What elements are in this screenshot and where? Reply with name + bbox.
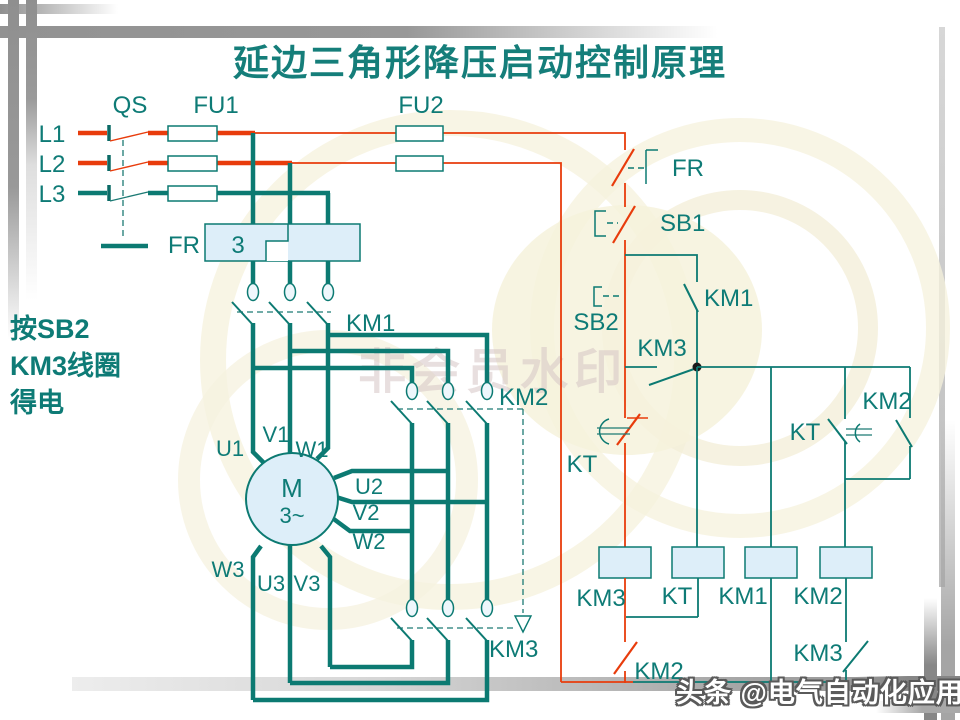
interlock-arrow xyxy=(513,615,533,634)
km3-main-contacts xyxy=(390,598,514,642)
km2-main-contacts xyxy=(390,381,523,425)
label-coil-kt: KT xyxy=(662,583,693,610)
fr-thermal-element xyxy=(204,223,361,262)
label-km2-aux: KM2 xyxy=(862,388,911,415)
label-motor-m: M xyxy=(281,473,303,503)
label-w1: W1 xyxy=(296,437,329,462)
kt-coil xyxy=(671,546,725,579)
label-w2: W2 xyxy=(353,529,386,554)
km3-aux-contact xyxy=(625,366,695,386)
fu1-fuses xyxy=(167,125,218,202)
label-v1: V1 xyxy=(263,422,290,447)
label-sb1: SB1 xyxy=(660,210,705,237)
label-km1-main: KM1 xyxy=(346,310,395,337)
label-l3: L3 xyxy=(39,181,66,208)
km2-aux-contact xyxy=(845,419,913,480)
label-coil-km1: KM1 xyxy=(718,583,767,610)
bottom-watermark: 头条 @电气自动化应用 xyxy=(676,678,960,708)
label-sb2: SB2 xyxy=(573,309,618,336)
label-qs: QS xyxy=(113,92,148,119)
label-l2: L2 xyxy=(39,151,66,178)
label-fr-control: FR xyxy=(672,155,704,182)
decor-bar-bottom-right-h1 xyxy=(856,676,960,690)
control-feed-l1 xyxy=(255,132,626,150)
interlock-link xyxy=(513,409,533,634)
background-blob xyxy=(492,205,762,455)
decor-bar-top-long xyxy=(0,26,740,38)
km1-coil xyxy=(744,546,798,579)
decor-bar-left-outer xyxy=(8,0,19,340)
motor xyxy=(245,452,339,546)
sb2-button xyxy=(593,286,619,307)
qs-switch xyxy=(78,125,149,249)
label-v2: V2 xyxy=(353,500,380,525)
label-km2-nc: KM2 xyxy=(634,658,683,685)
fu2-fuses xyxy=(395,125,444,172)
label-u2: U2 xyxy=(355,474,383,499)
label-km3-nc: KM3 xyxy=(793,640,842,667)
label-u1: U1 xyxy=(216,436,244,461)
label-fu1: FU1 xyxy=(193,92,238,119)
label-w3: W3 xyxy=(212,557,245,582)
decor-bar-bottom-right-v2 xyxy=(941,420,955,720)
label-km2-main: KM2 xyxy=(499,384,548,411)
annotation-line-2: KM3线圈 xyxy=(10,351,122,381)
annotation-line-1: 按SB2 xyxy=(10,314,90,344)
sb1-button xyxy=(594,205,636,244)
label-km3-main: KM3 xyxy=(489,636,538,663)
km2-nc-interlock xyxy=(613,641,638,675)
label-u3: U3 xyxy=(257,571,285,596)
contactor-coils xyxy=(598,546,873,579)
decor-bar-bottom-right-h2 xyxy=(876,701,960,713)
power-circuit xyxy=(78,125,626,703)
decor-bar-top-short xyxy=(0,4,118,14)
label-fr-power: FR xyxy=(168,232,200,259)
label-kt-delay: KT xyxy=(567,451,598,478)
label-fr-elements: 3 xyxy=(231,232,244,259)
annotation-text: 按SB2 KM3线圈 得电 xyxy=(10,311,121,422)
km3-nc-interlock xyxy=(842,640,869,673)
label-v3: V3 xyxy=(294,571,321,596)
km1-aux-contact xyxy=(625,254,699,363)
label-kt-nc: KT xyxy=(790,419,821,446)
label-motor-phases: 3~ xyxy=(279,503,304,528)
fr-nc-contact xyxy=(611,148,658,187)
control-feed-l2 xyxy=(292,162,562,682)
kt-delay-contact-left xyxy=(597,413,648,446)
label-l1: L1 xyxy=(39,121,66,148)
page-title: 延边三角形降压启动控制原理 xyxy=(232,43,727,83)
control-circuit xyxy=(561,148,913,683)
decor-bar-left-inner xyxy=(26,0,37,300)
kt-nc-contact-right xyxy=(827,418,872,445)
annotation-line-3: 得电 xyxy=(10,388,64,418)
label-fu2: FU2 xyxy=(398,92,443,119)
label-km1-aux: KM1 xyxy=(704,285,753,312)
label-coil-km2: KM2 xyxy=(793,583,842,610)
label-km3-aux: KM3 xyxy=(637,335,686,362)
label-coil-km3: KM3 xyxy=(576,585,625,612)
km1-main-contacts xyxy=(231,282,335,326)
labels: L1 L2 L3 QS FU1 FU2 FR 3 KM1 KM2 KM3 M 3… xyxy=(39,92,912,685)
km2-coil xyxy=(819,546,873,579)
km3-coil xyxy=(598,546,652,579)
